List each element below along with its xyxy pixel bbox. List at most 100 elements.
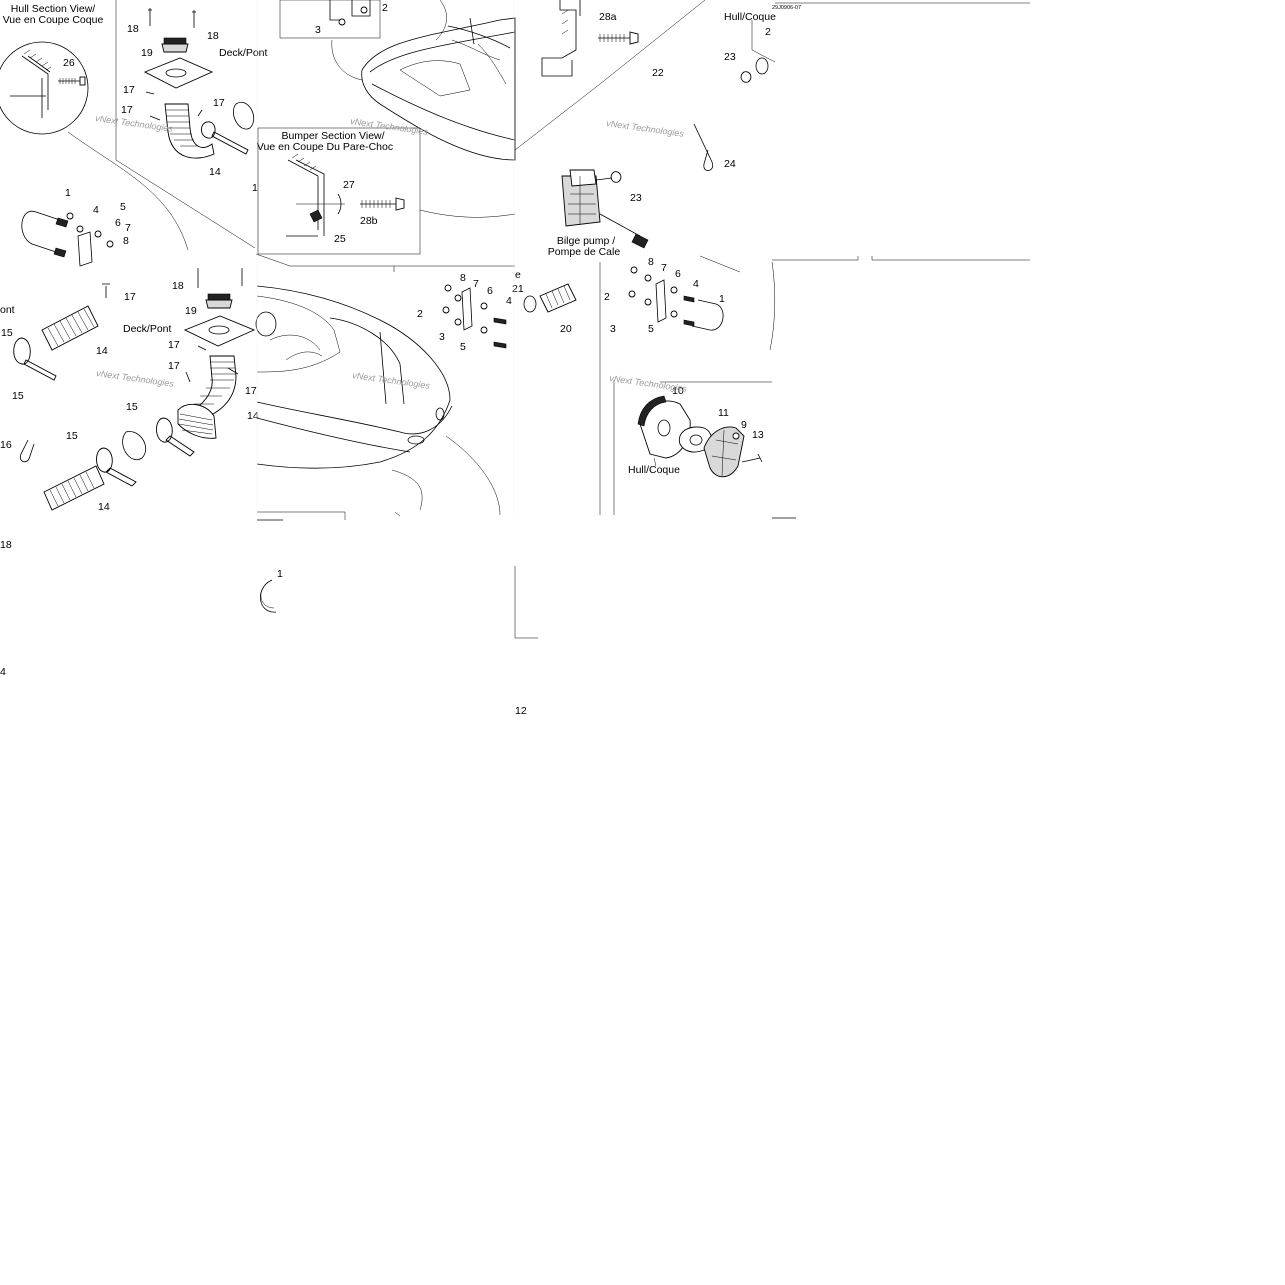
callout-15-a: 15	[1, 327, 13, 339]
bilge-connector	[631, 233, 649, 249]
vent-cap-upper	[161, 43, 189, 53]
o-ring-21	[523, 295, 537, 313]
clamp-15-mid	[156, 417, 195, 457]
hull-bracket-hatch	[561, 9, 569, 35]
callout-24: 24	[724, 158, 736, 170]
callout-17-d: 17	[124, 291, 136, 303]
vent-hose-ribs-lower	[194, 361, 236, 405]
callout-4-edge: 4	[0, 666, 6, 678]
screw-13	[741, 453, 763, 463]
caption-hull-upper: Hull/Coque	[724, 11, 776, 23]
stern-drain	[435, 407, 445, 421]
clamp-23-lower	[610, 171, 622, 183]
hose-14-low-ribs	[49, 471, 95, 507]
stern-light	[407, 435, 425, 445]
washer-9	[732, 432, 740, 440]
caption-hull-section-2: Vue en Coupe Coque	[3, 14, 104, 26]
callout-4: 4	[93, 204, 99, 216]
callout-28a: 28a	[599, 11, 617, 23]
clamp-15-low	[96, 447, 137, 487]
hull-plate-hole	[657, 419, 671, 437]
callout-10: 10	[672, 385, 684, 397]
callout-15-c: 15	[12, 390, 24, 402]
bilge-pump-top	[569, 169, 597, 187]
callout-8-b: 8	[460, 272, 466, 284]
boat-bow-upper-rail	[369, 31, 516, 141]
callout-20: 20	[560, 323, 572, 335]
callout-7-c: 7	[661, 262, 667, 274]
callout-1-a: 1	[65, 187, 71, 199]
deck-plate-upper	[143, 57, 214, 89]
watermark-1: vNext Technologies	[95, 113, 174, 134]
bumper-section-box	[257, 127, 421, 255]
u-bolt-1-thread	[53, 217, 69, 258]
caption-bilge-1: Bilge pump /	[557, 235, 615, 247]
vent-grille-upper	[163, 37, 187, 45]
screw-26	[58, 76, 86, 86]
stem-18-upper-a	[148, 8, 152, 26]
bracket-assembly-lower	[442, 284, 507, 349]
leader-upper-arc	[331, 0, 447, 81]
callout-18-c: 18	[172, 280, 184, 292]
hose-14-low	[43, 465, 105, 511]
frame-tile3-top-2	[599, 0, 706, 85]
callout-23-a: 23	[724, 51, 736, 63]
hull-section-detail	[0, 41, 89, 135]
tile-1: Hull Section View/ Vue en Coupe Coque De…	[0, 0, 283, 678]
bilge-wire	[599, 213, 641, 237]
screw-17-a	[145, 91, 203, 117]
caption-bumper-2: Vue en Coupe Du Pare-Choc	[257, 141, 393, 153]
figure-code: 29J0906-07	[772, 5, 801, 11]
u-bolt-bottom-inner	[260, 581, 275, 609]
callout-4-c: 4	[693, 278, 699, 290]
callout-25: 25	[334, 233, 346, 245]
callout-17-f: 17	[168, 360, 180, 372]
callout-6-b: 6	[487, 285, 493, 297]
washer-27	[337, 193, 342, 215]
leader-curve-1	[67, 131, 189, 251]
watermark-4: vNext Technologies	[352, 370, 431, 391]
tie-24	[693, 123, 714, 171]
watermark-2: vNext Technologies	[96, 368, 175, 389]
callout-7-b: 7	[473, 278, 479, 290]
callout-19-a: 19	[141, 47, 153, 59]
clamp-15-left	[13, 337, 57, 381]
screw-17-d	[185, 345, 239, 383]
callout-2-upper: 2	[382, 2, 388, 14]
callout-27: 27	[343, 179, 355, 191]
bumper-hatch	[291, 153, 317, 171]
hull-hatch	[23, 49, 52, 71]
callout-15-d: 15	[66, 430, 78, 442]
steering-wheel	[255, 311, 277, 337]
callout-14-d: 14	[98, 501, 110, 513]
u-bolt-right	[691, 299, 724, 331]
vent-hose-ribs-upper	[166, 109, 198, 147]
u-bolt-bottom	[259, 579, 277, 613]
deck-hole-lower	[208, 325, 230, 335]
caption-bilge-2: Pompe de Cale	[548, 246, 621, 258]
caption-hull-lower: Hull/Coque	[628, 464, 680, 476]
bumper-insert-25	[309, 209, 323, 223]
tile-2: 3 2 Bumper Section View/ Vue en Coupe Du…	[252, 0, 577, 639]
callout-9: 9	[741, 419, 747, 431]
stern-leader	[391, 435, 501, 516]
callout-19-b: 19	[185, 305, 197, 317]
vent-hose-upper	[164, 103, 215, 159]
fitting-upper	[755, 57, 769, 75]
watermark-6: vNext Technologies	[609, 373, 688, 394]
callout-18-d: 18	[0, 539, 12, 551]
callout-5-c: 5	[648, 323, 654, 335]
frame-tile3-bracket	[699, 255, 1030, 351]
hull-bracket-28a	[541, 0, 581, 77]
boat-stern-interior	[256, 295, 341, 373]
clip-16	[20, 439, 35, 463]
stem-18-lower	[197, 268, 243, 288]
drain-plug-20	[539, 283, 577, 313]
hull-plate-10-edge	[637, 395, 667, 427]
frame-tile3-top	[514, 83, 601, 151]
watermark-5: vNext Technologies	[606, 118, 685, 139]
stern-seat-back	[329, 317, 405, 405]
washer-stack-left	[66, 212, 114, 267]
vent-clamp-upper	[201, 121, 249, 155]
caption-hull-section-1: Hull Section View/	[11, 3, 96, 15]
